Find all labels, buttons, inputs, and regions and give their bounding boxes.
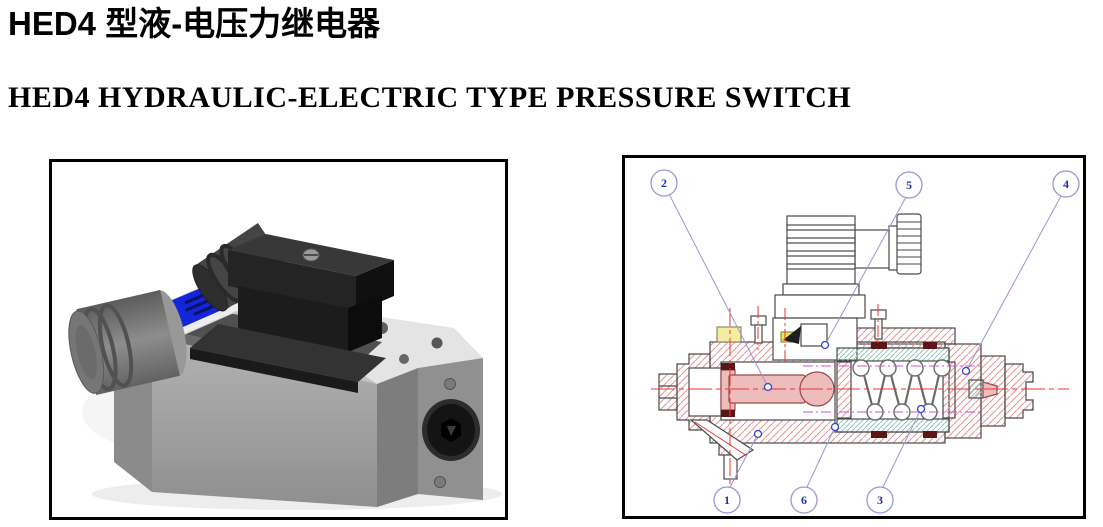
yellow-plug bbox=[716, 326, 742, 343]
centerlines bbox=[651, 304, 1069, 492]
callout-number-3: 3 bbox=[877, 493, 883, 507]
callout-number-2: 2 bbox=[661, 176, 667, 190]
product-photo-figure bbox=[49, 159, 508, 520]
callout-number-5: 5 bbox=[906, 178, 912, 192]
callout-balloons: 1 2 3 4 5 6 bbox=[650, 169, 1080, 514]
din-connector bbox=[190, 234, 394, 393]
callout-leader-lines bbox=[668, 193, 1062, 488]
cross-section-drawing: 1 2 3 4 5 6 bbox=[650, 169, 1080, 514]
seals bbox=[871, 342, 937, 438]
micro-switch bbox=[780, 326, 801, 344]
callout-balloon-5 bbox=[895, 171, 923, 199]
callout-number-4: 4 bbox=[1063, 177, 1069, 191]
end-screw-bottom bbox=[434, 476, 446, 488]
callout-balloon-4 bbox=[1052, 170, 1080, 198]
callout-balloon-1 bbox=[713, 486, 741, 514]
callout-balloon-6 bbox=[790, 486, 818, 514]
adjustment-knob bbox=[68, 289, 187, 396]
callout-number-1: 1 bbox=[724, 493, 730, 507]
callout-target-dots bbox=[753, 340, 971, 439]
callout-balloon-2 bbox=[650, 169, 678, 197]
page-title-zh: HED4 型液-电压力继电器 bbox=[8, 5, 381, 42]
callout-number-6: 6 bbox=[801, 493, 807, 507]
product-photo-rendering bbox=[68, 222, 502, 510]
end-screw-top bbox=[444, 378, 456, 390]
hex-plug bbox=[422, 399, 480, 461]
cross-section-figure: 1 2 3 4 5 6 bbox=[622, 155, 1086, 519]
callout-balloon-3 bbox=[866, 486, 894, 514]
axis-lines-magenta bbox=[803, 365, 981, 413]
page-title-en: HED4 HYDRAULIC-ELECTRIC TYPE PRESSURE SW… bbox=[8, 81, 852, 114]
